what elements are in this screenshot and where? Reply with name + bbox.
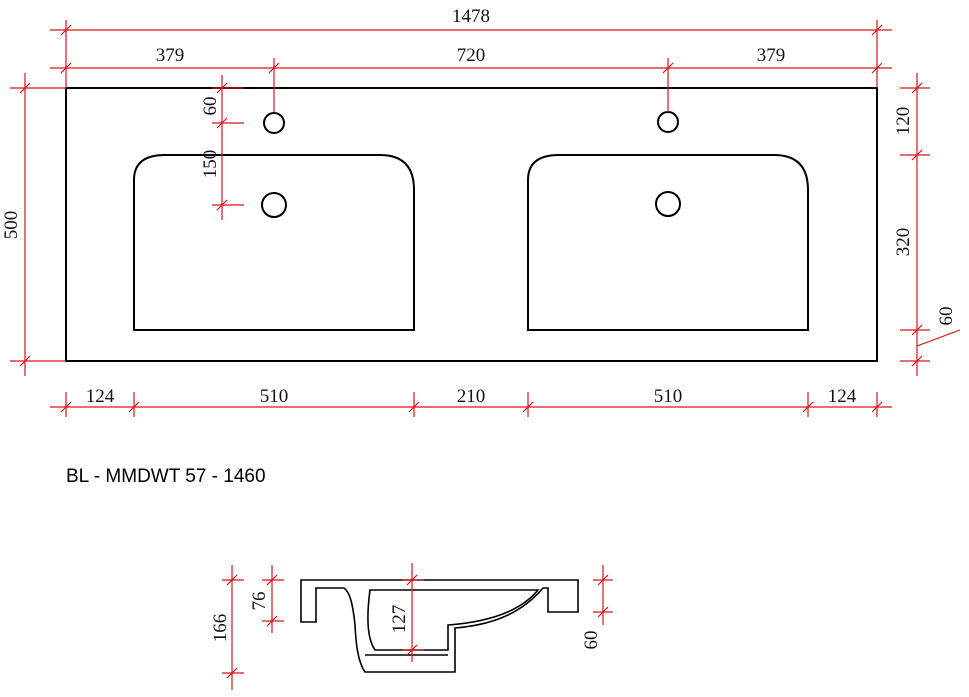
dim-edge-thickness: 60 <box>936 307 957 326</box>
dim-tap-right: 379 <box>757 45 786 66</box>
dim-basin-right: 510 <box>654 386 683 407</box>
model-label: BL - MMDWT 57 - 1460 <box>66 466 266 487</box>
dim-tap-left: 379 <box>156 45 185 66</box>
dim-right-margin: 124 <box>828 386 857 407</box>
dim-overall-width: 1478 <box>452 6 490 27</box>
right-drain-hole <box>655 191 681 217</box>
top-dimensions: 1478 379 720 379 500 60 150 <box>1 6 961 417</box>
dim-top-thickness: 76 <box>249 592 270 611</box>
dim-tap-to-drain: 150 <box>200 150 221 179</box>
dim-edge-height: 60 <box>581 631 602 650</box>
right-tap-hole <box>657 111 679 133</box>
dim-back-margin: 120 <box>893 107 914 136</box>
top-view <box>65 87 878 362</box>
left-drain-hole <box>261 192 287 218</box>
dim-depth: 500 <box>1 211 22 240</box>
dim-gap: 210 <box>457 386 486 407</box>
dim-total-height: 166 <box>210 614 231 643</box>
dim-basin-depth: 320 <box>893 228 914 257</box>
basin-bowl-inner <box>367 589 540 651</box>
dim-bowl-depth: 127 <box>389 605 410 634</box>
left-tap-hole <box>263 112 285 134</box>
countertop-outline <box>65 87 878 362</box>
dim-left-margin: 124 <box>86 386 115 407</box>
side-dimensions: 166 76 127 60 <box>210 563 613 690</box>
side-view <box>300 579 579 673</box>
dim-basin-left: 510 <box>260 386 289 407</box>
basin-section-outline <box>300 579 579 673</box>
dim-tap-middle: 720 <box>457 45 486 66</box>
right-basin-outline <box>527 154 809 331</box>
dim-tap-offset: 60 <box>200 97 221 116</box>
left-basin-outline <box>133 154 415 331</box>
